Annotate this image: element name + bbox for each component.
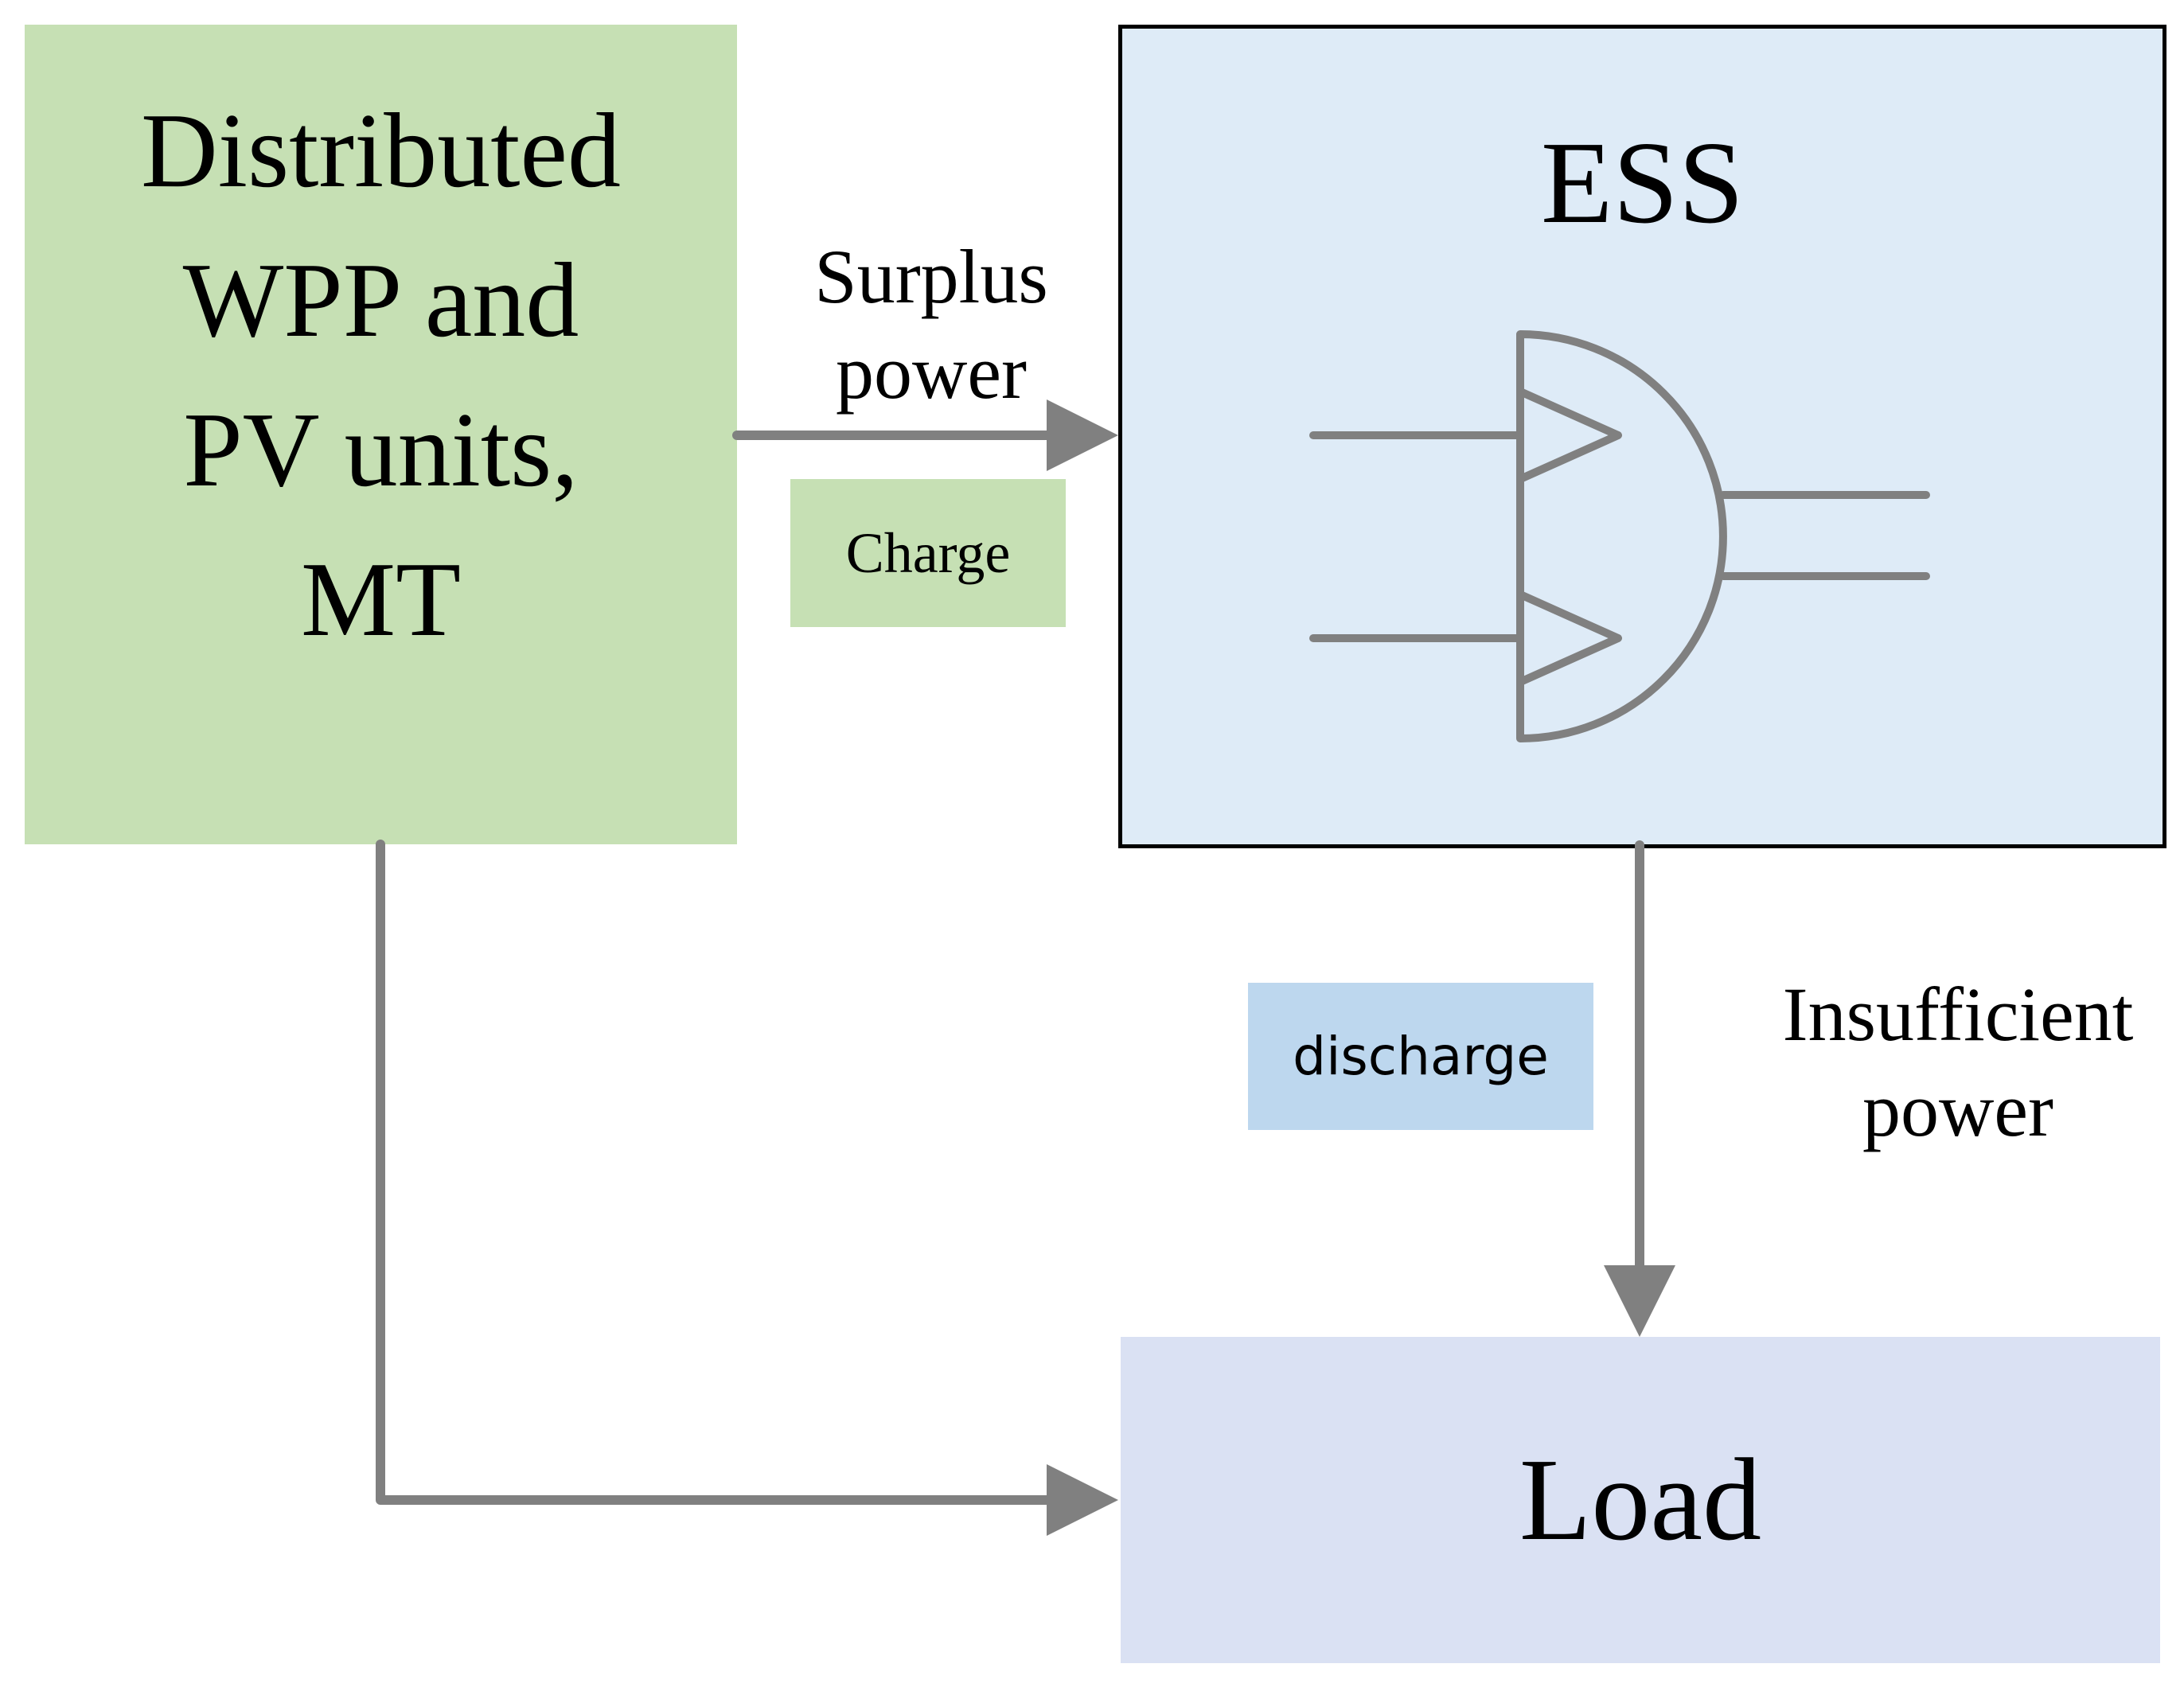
surplus-power-label: Surplus power — [814, 234, 1048, 415]
direct-supply-arrow — [376, 840, 1118, 1536]
discharge-tag: discharge — [1248, 983, 1593, 1130]
distributed-generation-block: Distributed WPP and PV units, MT — [25, 25, 737, 844]
distributed-generation-label: Distributed WPP and PV units, MT — [141, 92, 621, 658]
load-label: Load — [1519, 1435, 1762, 1565]
ess-block — [1118, 25, 2166, 848]
charge-tag: Charge — [790, 479, 1066, 627]
charge-arrow — [732, 399, 1118, 471]
ess-title: ESS — [1540, 118, 1745, 248]
discharge-arrow — [1604, 840, 1675, 1337]
storage-gate-icon — [1309, 330, 1930, 742]
insufficient-power-label: Insufficient power — [1782, 972, 2134, 1152]
load-block: Load — [1121, 1337, 2160, 1663]
